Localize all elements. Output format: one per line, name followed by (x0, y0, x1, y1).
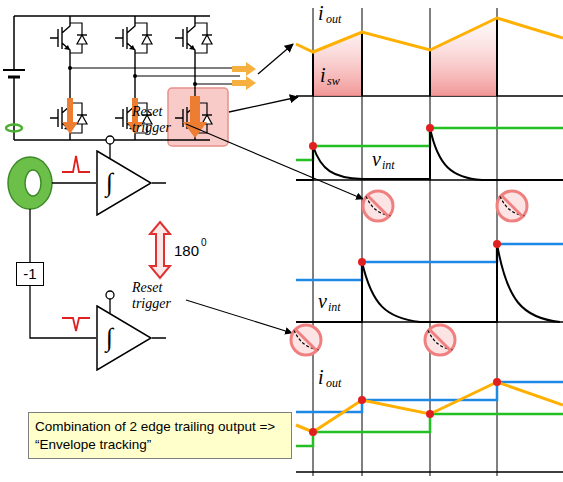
integrator-output (296, 244, 560, 322)
current-arrow (232, 76, 256, 90)
prohibit-symbol (425, 325, 455, 355)
igbt-symbol (175, 96, 212, 140)
sample-dot (426, 124, 434, 132)
junction-dot (193, 82, 197, 86)
battery-symbol (8, 76, 20, 79)
reset-bubble (106, 136, 114, 144)
blocked-output (294, 330, 319, 350)
triangle-outline (97, 151, 151, 215)
sample-dot (309, 142, 317, 150)
sample-dot (426, 410, 434, 418)
rogowski-coil (6, 125, 22, 132)
highlight-box (168, 88, 228, 146)
note-box: Combination of 2 edge trailing output =>… (28, 412, 292, 459)
phase-arrow (150, 222, 170, 278)
integrator-block: ∫ (96, 305, 152, 371)
blocked-output (366, 196, 391, 216)
phase-label: 180 (174, 242, 199, 259)
time-axis (296, 96, 563, 472)
sample-dot (358, 258, 366, 266)
held-output (296, 244, 563, 280)
held-output (296, 414, 563, 446)
igbt-symbol (115, 16, 152, 60)
junction-dot (133, 74, 137, 78)
signal-subscript: int (382, 159, 395, 173)
blocked-output (428, 330, 453, 350)
sample-dot (493, 378, 501, 386)
pointer-arrow (229, 97, 298, 112)
pin-label: Reset trigger (132, 104, 188, 136)
igbt-symbol (50, 96, 87, 140)
pulse-symbol (62, 156, 90, 172)
rogowski-coil (8, 157, 52, 209)
leg-wire (70, 60, 195, 96)
integral-symbol: ∫ (96, 305, 152, 371)
triangle-outline (97, 306, 151, 370)
dc-rail (14, 16, 210, 140)
signal-subscript: out (326, 13, 341, 27)
note-text: Combination of 2 edge trailing output =>… (35, 418, 285, 453)
integrator-output (296, 128, 563, 180)
igbt-symbol (50, 16, 87, 60)
prohibit-symbol (367, 195, 389, 217)
gain-label: -1 (19, 263, 40, 284)
signal-connector (30, 286, 96, 338)
pointer-arrow (258, 44, 293, 74)
prohibit-symbol (497, 191, 527, 221)
phase-superscript: 0 (201, 237, 207, 249)
prohibit-symbol (429, 329, 451, 351)
time-gridline (313, 8, 497, 476)
sample-dot (493, 240, 501, 248)
signal-name: i (318, 366, 324, 389)
output-wire (70, 68, 240, 84)
blocked-output (500, 196, 525, 216)
prohibit-symbol (291, 325, 321, 355)
reset-bubble (106, 291, 114, 299)
junction-dot (68, 66, 72, 70)
leader-line (186, 124, 363, 199)
signal-subscript: int (328, 301, 341, 315)
battery-symbol (3, 69, 25, 71)
integrator-block: ∫ (96, 150, 152, 216)
prohibit-symbol (501, 195, 523, 217)
integral-symbol: ∫ (96, 150, 152, 216)
signal-name: v (372, 148, 381, 171)
signal-name: i (320, 64, 326, 87)
rogowski-coil (25, 170, 41, 196)
inverter-gain-box: -1 (16, 262, 44, 286)
prohibit-symbol (295, 329, 317, 351)
triangle-outline (96, 150, 152, 216)
signal-name: v (318, 290, 327, 313)
leader-line (186, 300, 292, 333)
signal-subscript: sw (327, 75, 340, 89)
igbt-symbol (175, 16, 212, 60)
current-arrow (232, 62, 256, 76)
current-arrow (62, 98, 78, 134)
triangle-outline (96, 305, 152, 371)
pulse-symbol (62, 318, 90, 331)
sample-dot (358, 396, 366, 404)
sample-dot (309, 428, 317, 436)
prohibit-symbol (363, 191, 393, 221)
pin-label: Reset trigger (132, 280, 188, 312)
signal-name: i (318, 2, 324, 25)
signal-subscript: out (326, 377, 341, 391)
